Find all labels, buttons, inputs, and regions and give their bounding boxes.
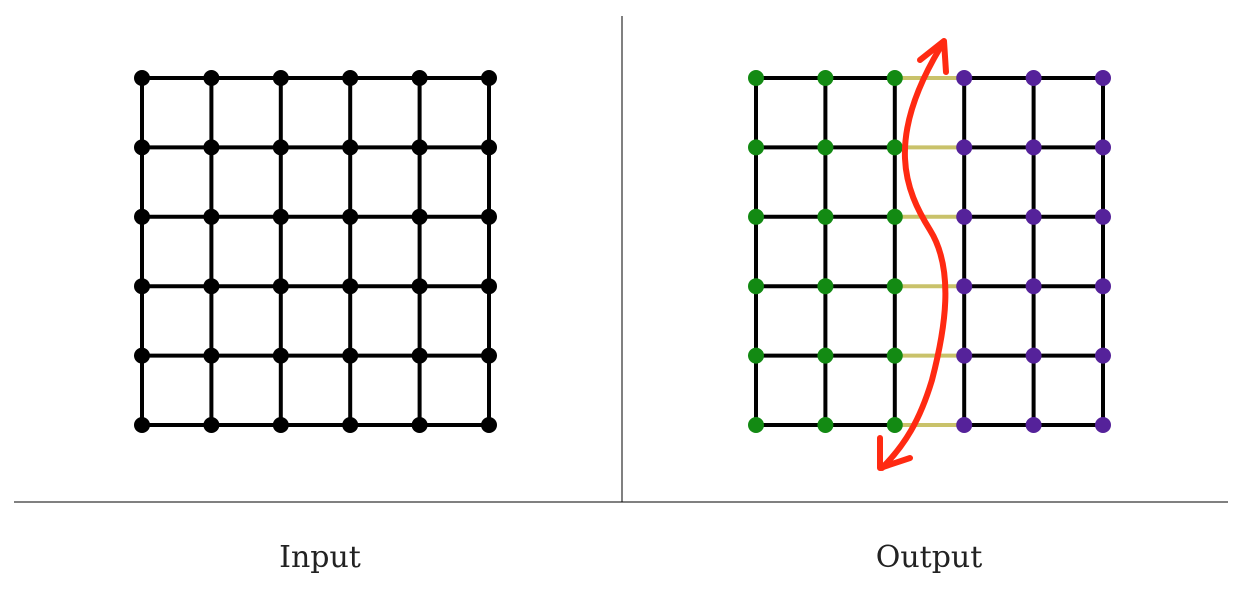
grid-node [1095,417,1111,433]
grid-node [817,417,834,433]
grid-node [481,208,497,225]
grid-node [203,70,220,86]
grid-node [411,70,428,86]
grid-node [886,417,903,433]
grid-node [481,347,497,364]
grid-node [1095,278,1111,295]
cut-curve [879,45,949,471]
grid-node [1025,417,1042,433]
grid-node [411,417,428,433]
grid-node [411,278,428,295]
grid-node [203,208,220,225]
grid-node [481,417,497,433]
grid-node [886,278,903,295]
cut-arrow [877,38,949,471]
grid-node [272,139,289,156]
grid-node [748,70,764,86]
grid-node [748,208,764,225]
grid-node [1025,347,1042,364]
grid-node [1025,208,1042,225]
grid-node [748,417,764,433]
grid-node [956,417,973,433]
grid-node [342,417,359,433]
grid-node [134,347,150,364]
grid-node [411,139,428,156]
grid-node [748,278,764,295]
grid-node [272,208,289,225]
grid-node [203,278,220,295]
grid-node [481,278,497,295]
grid-node [886,70,903,86]
grid-node [1095,347,1111,364]
grid-node [134,139,150,156]
grid-node [886,208,903,225]
grid-node [342,139,359,156]
grid-node [481,70,497,86]
grid-node [272,70,289,86]
grid-node [748,139,764,156]
input-grid-graph [134,70,497,433]
grid-node [134,417,150,433]
grid-node [886,347,903,364]
grid-node [1025,139,1042,156]
grid-node [817,208,834,225]
grid-node [411,347,428,364]
grid-node [272,347,289,364]
grid-node [342,208,359,225]
grid-node [956,70,973,86]
grid-node [272,278,289,295]
arrowhead-bottom [877,435,913,471]
output-grid-graph [748,70,1111,433]
grid-node [1095,70,1111,86]
grid-node [956,139,973,156]
grid-node [134,208,150,225]
grid-node [956,278,973,295]
grid-node [817,347,834,364]
grid-node [342,278,359,295]
grid-node [886,139,903,156]
grid-node [134,278,150,295]
grid-node [342,347,359,364]
input-caption: Input [279,540,361,575]
grid-node [817,278,834,295]
grid-node [748,347,764,364]
grid-node [1095,139,1111,156]
grid-node [481,139,497,156]
grid-node [272,417,289,433]
grid-node [1025,278,1042,295]
arrowhead-top [917,38,949,75]
grid-node [203,347,220,364]
grid-node [956,208,973,225]
grid-node [956,347,973,364]
grid-node [203,417,220,433]
grid-node [134,70,150,86]
grid-node [1025,70,1042,86]
grid-node [1095,208,1111,225]
grid-node [203,139,220,156]
grid-node [342,70,359,86]
grid-node [411,208,428,225]
grid-node [817,139,834,156]
grid-node [817,70,834,86]
output-caption: Output [875,540,983,575]
